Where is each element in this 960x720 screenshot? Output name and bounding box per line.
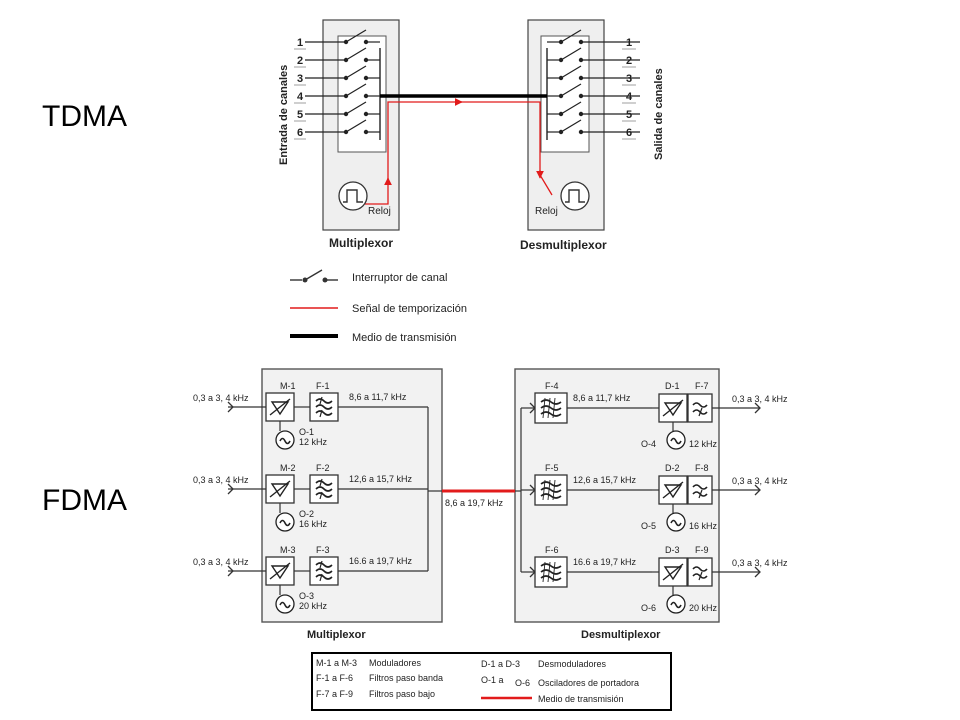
tdma-demux-clock-icon [560, 181, 590, 211]
legend-bandpass: Filtros paso banda [369, 673, 443, 683]
tdma-output-side-label: Salida de canales [653, 68, 665, 160]
tdma-output-channel-number: 1 [626, 37, 632, 49]
fdma-mux-input-band: 0,3 a 3, 4 kHz [193, 557, 249, 567]
legend-modulators-code: M-1 a M-3 [316, 658, 357, 668]
fdma-demodulator-label: D-1 [665, 381, 680, 391]
fdma-modulator-label: M-3 [280, 545, 296, 555]
tdma-mux-clock-icon [338, 181, 368, 211]
tdma-output-channel-number: 2 [626, 55, 632, 67]
tdma-output-channel-number: 6 [626, 127, 632, 139]
fdma-demux-oscillator-label: O-5 [641, 521, 656, 531]
fdma-demux-bandpass-label: F-5 [545, 463, 559, 473]
legend-lowpass-code: F-7 a F-9 [316, 689, 353, 699]
legend-medium-fdma: Medio de transmisión [538, 694, 624, 704]
tdma-input-channel-number: 3 [297, 73, 303, 85]
fdma-demux-input-band: 8,6 a 11,7 kHz [573, 393, 631, 403]
fdma-oscillator-frequency: 20 kHz [299, 601, 328, 611]
fdma-demux-bandpass-label: F-4 [545, 381, 559, 391]
tdma-input-channel-numbers: 1 2 3 4 5 6 [297, 37, 304, 139]
fdma-mux-output-band: 16.6 a 19,7 kHz [349, 556, 413, 566]
fdma-demux-oscillator-label: O-4 [641, 439, 656, 449]
tdma-input-channel-number: 1 [297, 37, 303, 49]
tdma-input-channel-number: 5 [297, 109, 303, 121]
fdma-bandpass-label: F-2 [316, 463, 330, 473]
fdma-demux-title: Desmultiplexor [581, 629, 661, 641]
fdma-demodulator-label: D-3 [665, 545, 680, 555]
legend-oscillators-code-end: O-6 [515, 678, 530, 688]
legend-timing-signal: Señal de temporización [352, 303, 467, 315]
fdma-demodulator-label: D-2 [665, 463, 680, 473]
tdma-mux-clock-label: Reloj [368, 206, 391, 217]
fdma-demux-oscillator-frequency: 12 kHz [689, 439, 718, 449]
tdma-demux-clock-label: Reloj [535, 206, 558, 217]
fdma-oscillator-frequency: 12 kHz [299, 437, 328, 447]
fdma-demux-output-band: 0,3 a 3, 4 kHz [732, 394, 788, 404]
legend-channel-switch: Interruptor de canal [352, 272, 447, 284]
tdma-input-channel-number: 2 [297, 55, 303, 67]
legend-oscillators-code: O-1 a [481, 675, 504, 685]
tdma-input-side-label: Entrada de canales [278, 65, 290, 165]
fdma-legend-box [311, 652, 672, 711]
fdma-mux-output-band: 8,6 a 11,7 kHz [349, 392, 407, 402]
tdma-output-channel-numbers: 1 2 3 4 5 6 [626, 37, 633, 139]
legend-bandpass-code: F-1 a F-6 [316, 673, 353, 683]
fdma-demux-oscillator-frequency: 16 kHz [689, 521, 718, 531]
fdma-lowpass-label: F-9 [695, 545, 709, 555]
fdma-bandpass-label: F-1 [316, 381, 330, 391]
legend-demodulators-code: D-1 a D-3 [481, 659, 520, 669]
fdma-oscillator-label: O-3 [299, 591, 314, 601]
fdma-mux-input-band: 0,3 a 3, 4 kHz [193, 393, 249, 403]
fdma-mux-title: Multiplexor [307, 629, 366, 641]
legend-transmission-medium: Medio de transmisión [352, 332, 457, 344]
tdma-output-channel-number: 4 [626, 91, 633, 103]
tdma-output-channel-number: 3 [626, 73, 632, 85]
tdma-title: TDMA [42, 100, 127, 133]
tdma-demux-channel-switches [547, 29, 640, 140]
tdma-input-channel-number: 6 [297, 127, 303, 139]
legend-oscillators: Osciladores de portadora [538, 678, 639, 688]
fdma-title: FDMA [42, 484, 127, 517]
tdma-diagram: Entrada de canales Salida de canales 1 2 3… [278, 19, 665, 344]
fdma-demux-input-band: 16.6 a 19,7 kHz [573, 557, 637, 567]
fdma-mux-input-band: 0,3 a 3, 4 kHz [193, 475, 249, 485]
fdma-mux-output-band: 12,6 a 15,7 kHz [349, 474, 413, 484]
fdma-modulator-label: M-2 [280, 463, 296, 473]
fdma-modulator-label: M-1 [280, 381, 296, 391]
fdma-demux-output-band: 0,3 a 3, 4 kHz [732, 476, 788, 486]
fdma-demux-input-band: 12,6 a 15,7 kHz [573, 475, 637, 485]
fdma-link-band: 8,6 a 19,7 kHz [445, 498, 504, 508]
fdma-oscillator-frequency: 16 kHz [299, 519, 328, 529]
fdma-legend: M-1 a M-3 Moduladores F-1 a F-6 Filtros … [311, 652, 672, 711]
fdma-oscillator-label: O-2 [299, 509, 314, 519]
tdma-input-channel-number: 4 [297, 91, 304, 103]
tdma-demux-label: Desmultiplexor [520, 238, 607, 252]
tdma-legend: Interruptor de canal Señal de temporizac… [290, 269, 467, 344]
channel-switch-icon [290, 269, 338, 283]
fdma-mux-channels: 0,3 a 3, 4 kHz M-1 F-1 8,6 a 11,7 kHzO-112 … [193, 381, 442, 614]
legend-modulators: Moduladores [369, 658, 422, 668]
tdma-timing-signal [365, 101, 541, 205]
legend-demodulators: Desmoduladores [538, 659, 607, 669]
tdma-output-channel-number: 5 [626, 109, 632, 121]
fdma-lowpass-label: F-8 [695, 463, 709, 473]
fdma-oscillator-label: O-1 [299, 427, 314, 437]
legend-lowpass: Filtros paso bajo [369, 689, 435, 699]
fdma-lowpass-label: F-7 [695, 381, 709, 391]
tdma-mux-channel-switches [294, 29, 380, 140]
fdma-demux-oscillator-frequency: 20 kHz [689, 603, 718, 613]
fdma-bandpass-label: F-3 [316, 545, 330, 555]
fdma-demux-output-band: 0,3 a 3, 4 kHz [732, 558, 788, 568]
fdma-demux-bandpass-label: F-6 [545, 545, 559, 555]
fdma-demux-oscillator-label: O-6 [641, 603, 656, 613]
tdma-mux-label: Multiplexor [329, 236, 393, 250]
